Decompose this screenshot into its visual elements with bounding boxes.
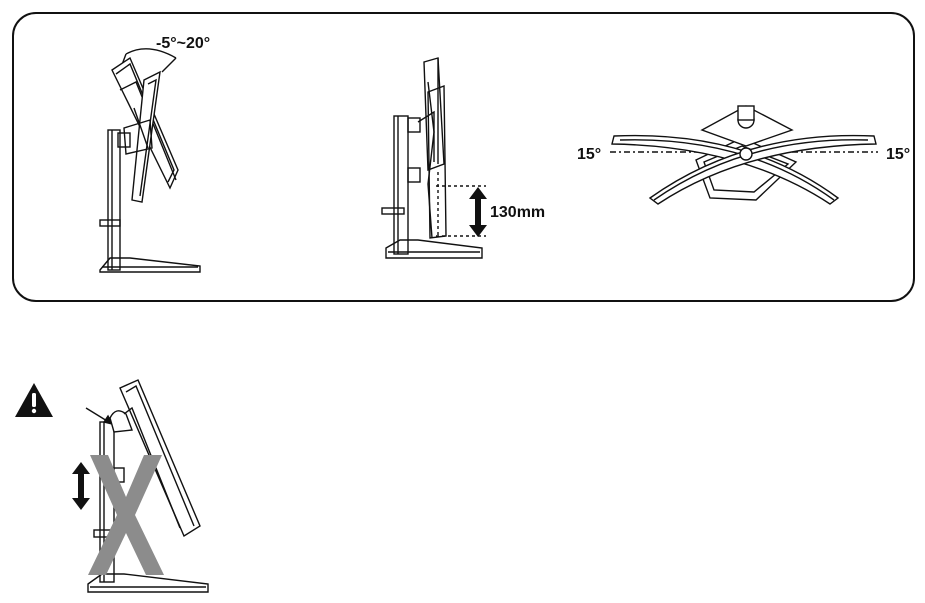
height-double-arrow-icon	[469, 187, 487, 237]
adjustment-panel	[12, 12, 915, 302]
height-diagram	[381, 57, 486, 259]
swivel-right-angle-label: 15°	[886, 146, 911, 163]
lift-double-arrow-icon	[72, 462, 90, 510]
swivel-diagram	[610, 105, 878, 205]
warning-triangle-icon	[15, 383, 53, 417]
tilt-diagram	[99, 48, 201, 273]
swivel-left-angle-label: 15°	[577, 146, 602, 163]
height-travel-label: 130mm	[490, 204, 546, 221]
tilt-range-label: -5°~20°	[156, 35, 211, 52]
prohibited-cross-icon	[88, 455, 164, 575]
